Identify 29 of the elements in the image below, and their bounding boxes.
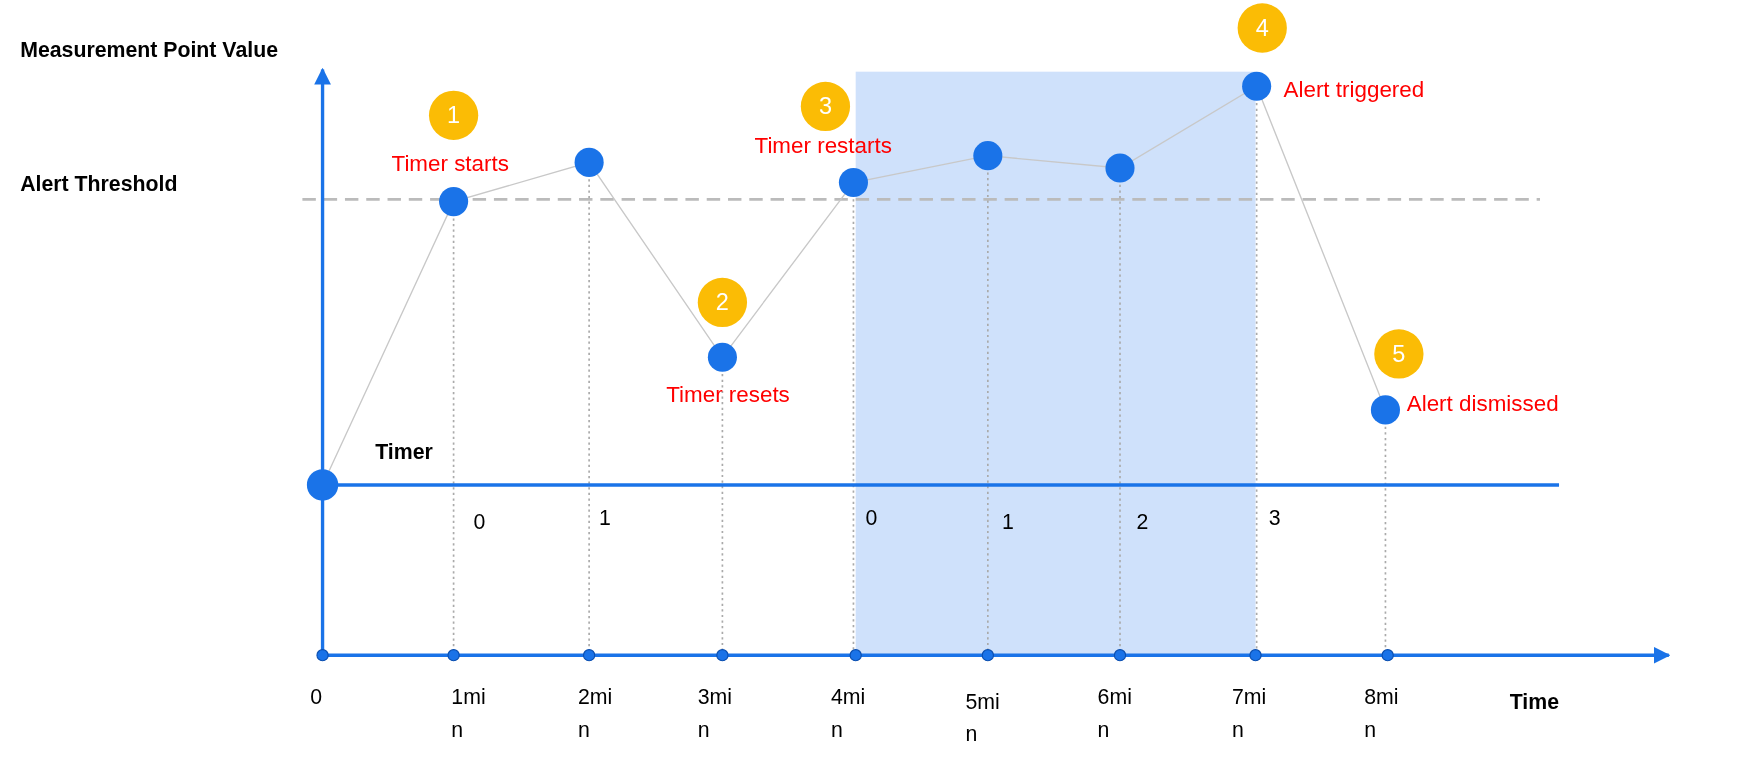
callout-number: 3 — [800, 81, 851, 132]
timer-count: 1 — [598, 505, 611, 532]
axis-title: Measurement Point Value — [20, 37, 278, 64]
annotation: Alert triggered — [1283, 76, 1425, 104]
timer-count: 1 — [1002, 510, 1014, 536]
timer-count: 3 — [1268, 505, 1281, 532]
callout-number: 5 — [1374, 329, 1424, 379]
tick-label: 2min — [577, 684, 614, 744]
tick-label: 8min — [1364, 684, 1400, 744]
tick-label: 4min — [831, 684, 867, 744]
tick-label: 1min — [451, 684, 487, 744]
annotation: Timer starts — [391, 150, 509, 177]
tick-label: 7min — [1232, 684, 1268, 744]
timer-count: 0 — [473, 510, 486, 536]
timer-count: 0 — [865, 505, 878, 532]
timer-label: Timer — [375, 439, 433, 466]
callout-number: 1 — [428, 90, 479, 140]
annotation: Timer resets — [666, 380, 790, 408]
annotation: Timer restarts — [754, 132, 892, 160]
tick-label: 6min — [1097, 684, 1133, 744]
callout-number: 4 — [1237, 3, 1287, 53]
threshold-label: Alert Threshold — [20, 172, 178, 198]
axis-title: Time — [1509, 689, 1560, 715]
annotation: Alert dismissed — [1406, 389, 1559, 417]
timer-count: 2 — [1136, 510, 1149, 536]
tick-label: 5min — [965, 688, 1001, 749]
tick-label: 0 — [310, 684, 324, 711]
tick-label: 3min — [697, 684, 734, 744]
callout-number: 2 — [697, 277, 748, 328]
